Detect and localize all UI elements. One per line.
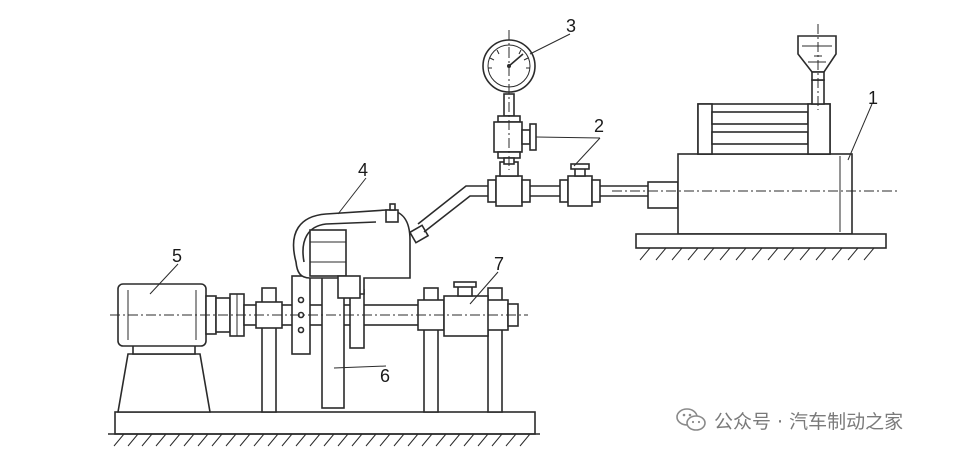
leader-1 [847,103,873,161]
leader-2 [573,137,601,167]
bearing-stand-1 [255,287,283,413]
brake-caliper [292,203,430,299]
watermark-text: 公众号 · 汽车制动之家 [714,410,904,433]
base-plate-right [635,233,887,261]
callout-4-brake-caliper: 4 [358,160,368,180]
leader-3 [529,33,571,55]
tee-fitting [487,161,531,207]
gauge-needle [508,53,524,67]
valve [559,163,601,207]
base-plate-left-hatching [113,433,531,447]
motor [117,283,217,413]
brake-line [417,185,648,233]
base-plate-right-hatching [639,247,875,261]
leader-2b [535,136,601,139]
callout-1-master-cylinder: 1 [868,88,878,108]
bearing-stand-2 [417,287,445,413]
callout-5-motor: 5 [172,246,182,266]
leader-6 [333,365,387,369]
callout-2-valve: 2 [594,116,604,136]
leader-lines [149,33,873,369]
wechat-logo-icon [676,408,706,431]
centerlines [110,24,900,316]
torque-sensor [443,281,489,337]
callout-6-brake-disc: 6 [380,366,390,386]
leader-5 [149,263,179,295]
gauge-stem [493,93,537,165]
master-cylinder-assembly [647,103,853,235]
watermark: 公众号 · 汽车制动之家 [676,405,903,435]
callout-3-pressure-gauge: 3 [566,16,576,36]
base-plate-left [108,411,540,447]
leader-4 [337,177,367,215]
leader-7 [469,271,499,305]
fluid-reservoir [797,35,837,105]
callout-7-torque-sensor: 7 [494,254,504,274]
